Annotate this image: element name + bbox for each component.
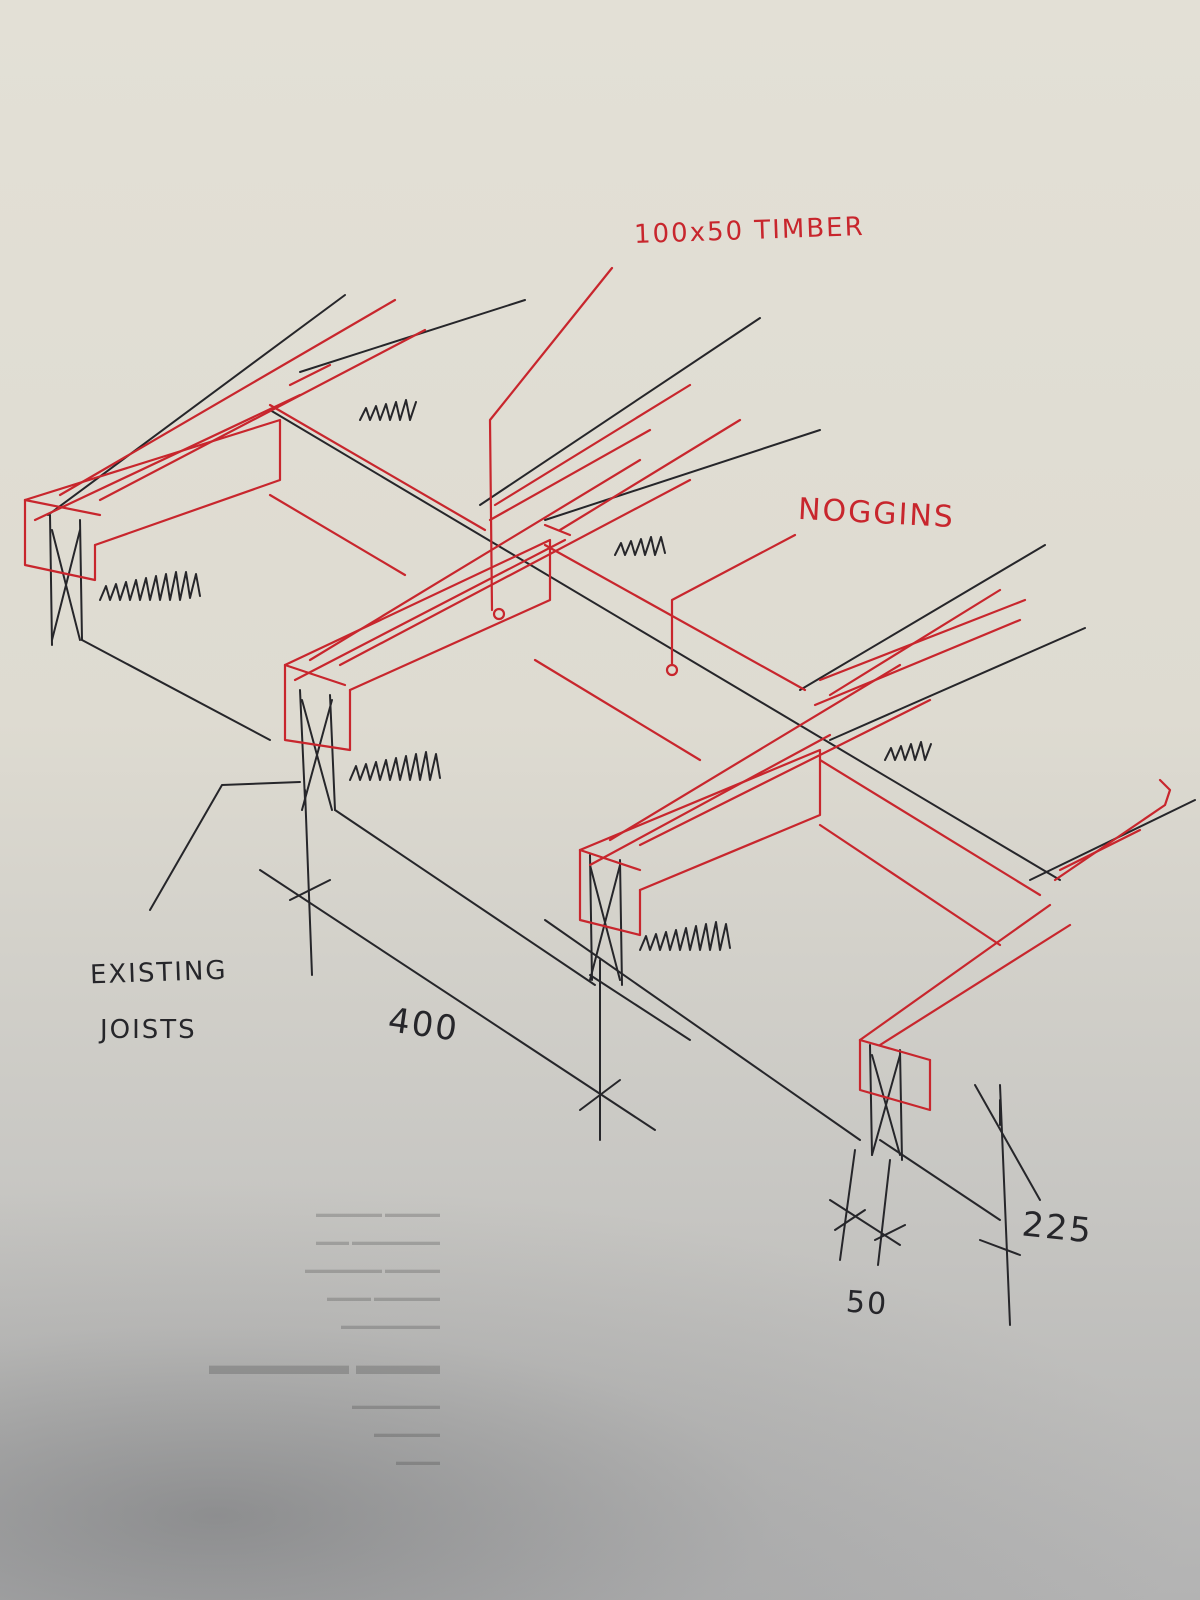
new-timbers-red <box>23 266 1172 1112</box>
depth-dimension: 225 <box>1020 1204 1095 1252</box>
width-dimension: 50 <box>844 1284 890 1323</box>
photo-shadow <box>0 1180 1200 1600</box>
existing-joists-label-line2: JOISTS <box>100 1015 197 1045</box>
dimension-lines <box>149 781 1041 1326</box>
existing-joists-label-line1: EXISTING <box>89 955 229 991</box>
